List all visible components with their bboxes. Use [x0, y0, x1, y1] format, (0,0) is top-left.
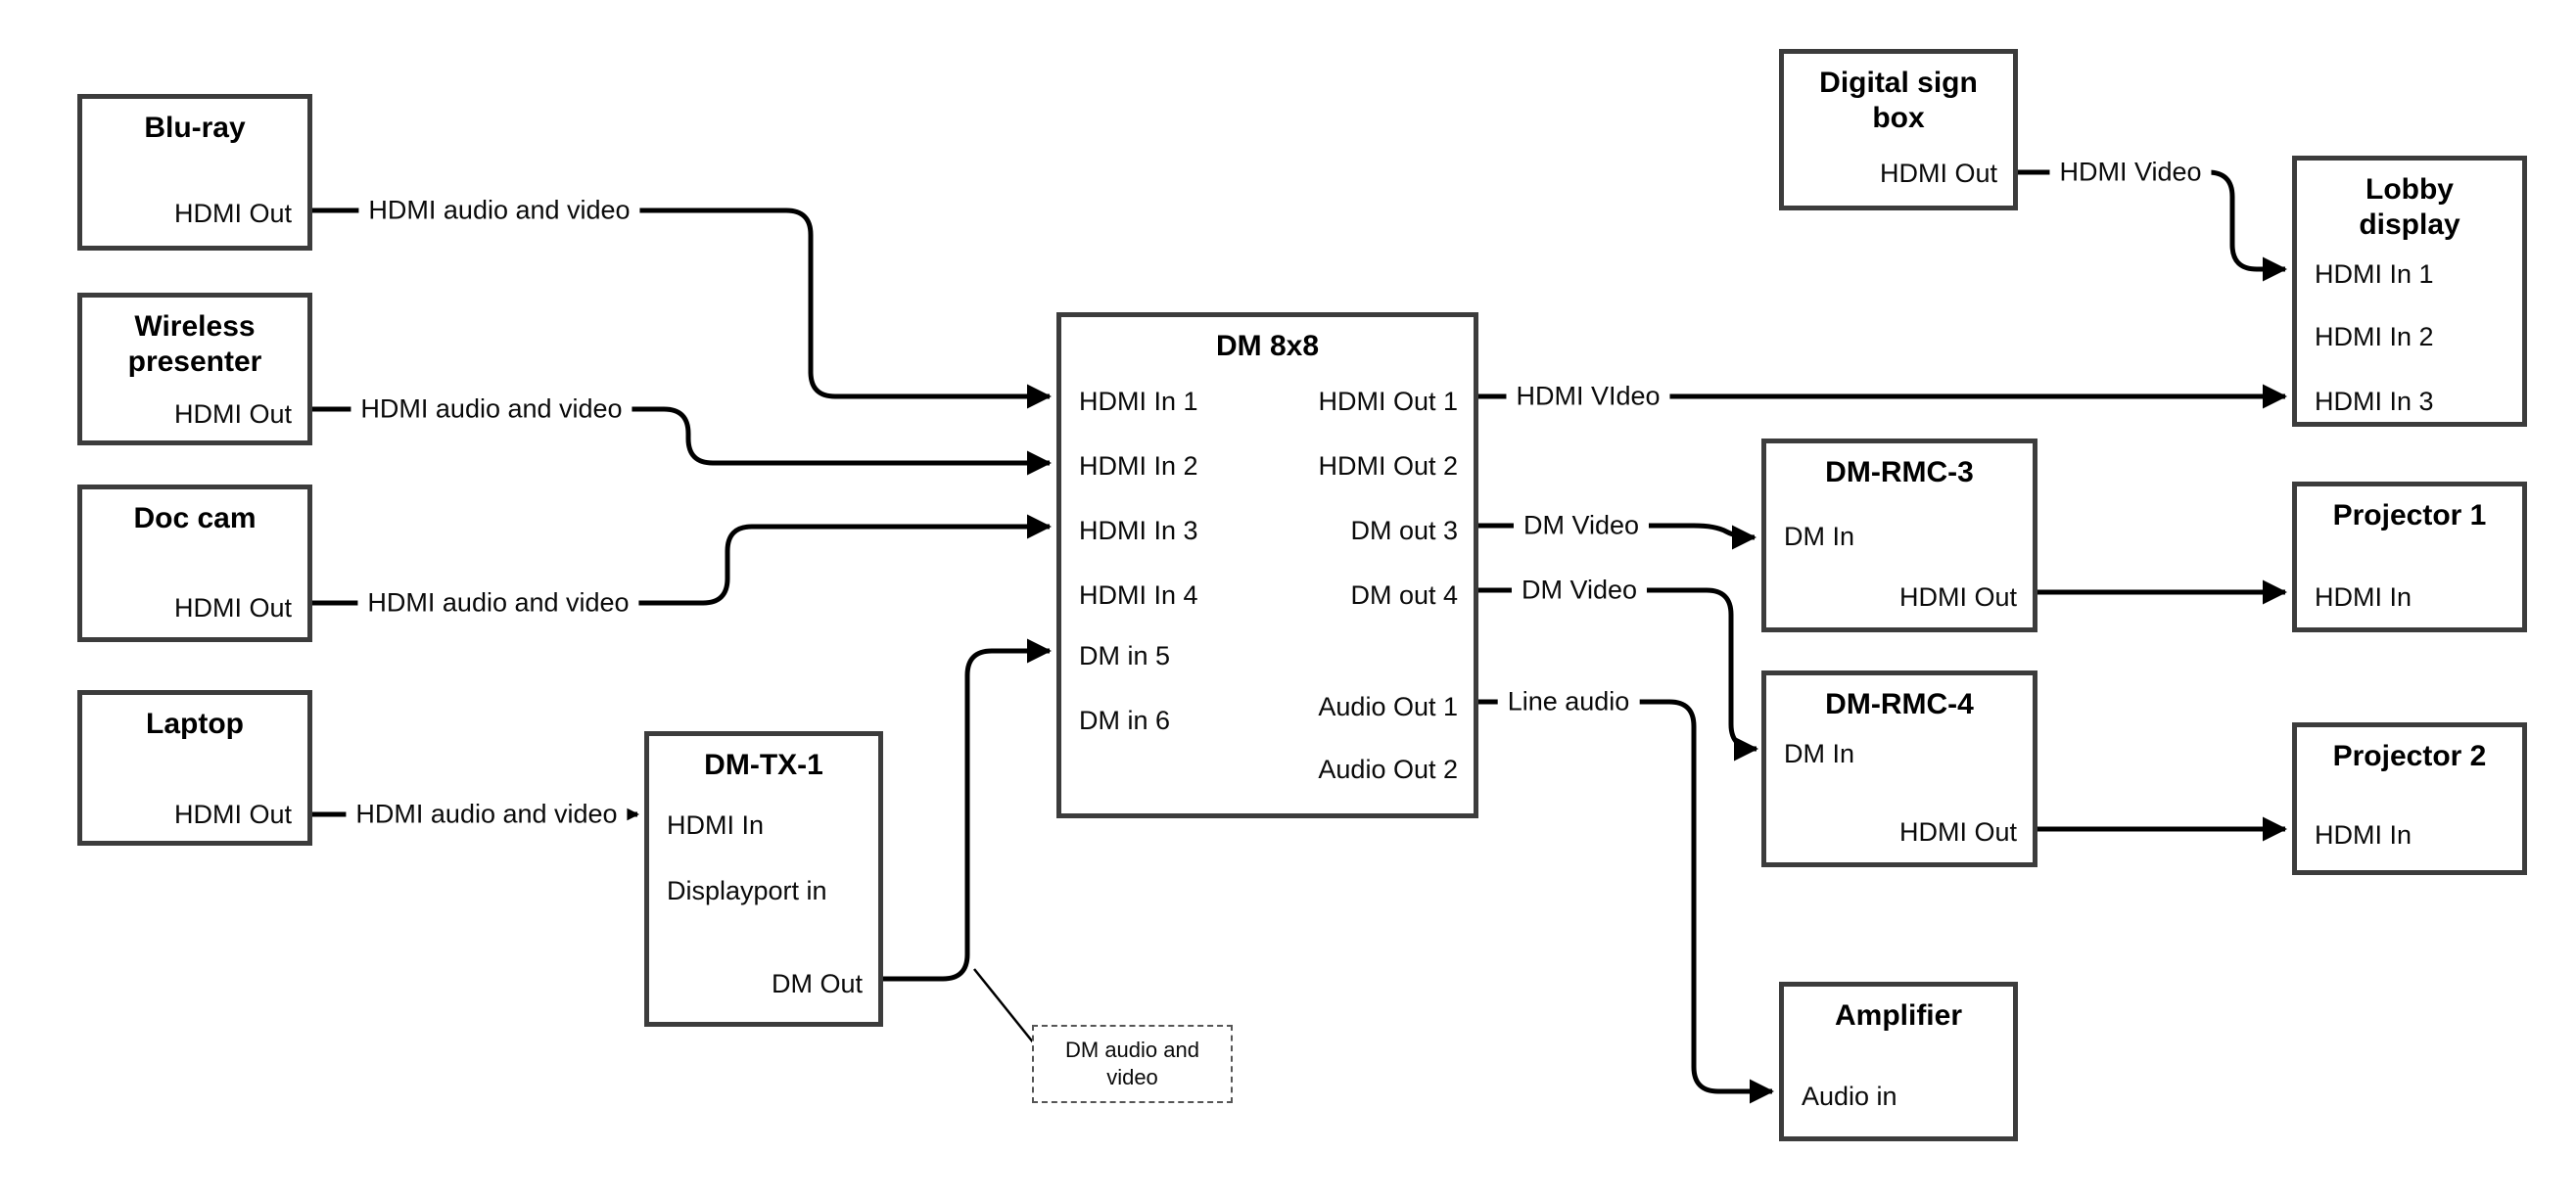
edge-label-line-audio: Line audio	[1497, 685, 1640, 718]
port-projector1-hdmi-in: HDMI In	[2315, 582, 2412, 612]
port-dm8x8-dm-out-4: DM out 4	[1350, 580, 1458, 610]
node-dm-rmc-4: DM-RMC-4 DM In HDMI Out	[1761, 670, 2037, 867]
port-bluray-hdmi-out: HDMI Out	[173, 199, 292, 228]
node-bluray-title: Blu-ray	[144, 112, 246, 144]
edge-digitalsign-to-lobby-in1	[2018, 169, 2288, 282]
edge-label-hdmi-video-out1: HDMI VIdeo	[1506, 380, 1670, 413]
port-doccam-hdmi-out: HDMI Out	[173, 593, 292, 623]
node-lobby-display: Lobby display HDMI In 1 HDMI In 2 HDMI I…	[2292, 156, 2527, 427]
port-projector2-hdmi-in: HDMI In	[2315, 820, 2412, 850]
port-dm8x8-dm-in-5: DM in 5	[1079, 641, 1171, 670]
node-projector-1-title: Projector 1	[2332, 499, 2487, 531]
edge-bluray-to-dm8x8-in1	[312, 208, 1053, 409]
node-wireless-presenter: Wireless presenter HDMI Out	[77, 293, 312, 445]
node-laptop-title: Laptop	[146, 708, 244, 740]
port-lobby-hdmi-in-2: HDMI In 2	[2315, 322, 2434, 351]
edge-dmtx1-to-dm8x8-in5	[883, 638, 1053, 982]
port-dmrmc4-dm-in: DM In	[1784, 739, 1855, 768]
port-dmrmc3-dm-in: DM In	[1784, 522, 1855, 551]
port-dmtx1-dm-out: DM Out	[771, 969, 863, 998]
node-dm-rmc-3-title: DM-RMC-3	[1825, 456, 1974, 488]
port-wireless-hdmi-out: HDMI Out	[173, 399, 292, 429]
node-amplifier: Amplifier Audio in	[1779, 982, 2018, 1141]
node-projector-1: Projector 1 HDMI In	[2292, 482, 2527, 632]
node-wireless-presenter-title: Wireless presenter	[127, 310, 262, 378]
node-laptop: Laptop HDMI Out	[77, 690, 312, 846]
node-dm-rmc-4-title: DM-RMC-4	[1825, 688, 1974, 720]
port-lobby-hdmi-in-3: HDMI In 3	[2315, 387, 2434, 416]
port-dmtx1-hdmi-in: HDMI In	[667, 810, 765, 840]
port-dmtx1-displayport-in: Displayport in	[667, 876, 827, 905]
node-dm-8x8: DM 8x8 HDMI In 1 HDMI In 2 HDMI In 3 HDM…	[1056, 312, 1478, 818]
note-dm-audio-and-video: DM audio and video	[1032, 1025, 1233, 1103]
node-projector-2: Projector 2 HDMI In	[2292, 722, 2527, 875]
node-doc-cam-title: Doc cam	[133, 502, 257, 534]
port-dm8x8-hdmi-in-1: HDMI In 1	[1079, 387, 1198, 416]
port-dm8x8-hdmi-out-2: HDMI Out 2	[1318, 451, 1458, 481]
edge-label-laptop: HDMI audio and video	[346, 798, 628, 831]
note-leader-line	[973, 968, 1035, 1044]
node-dm-rmc-3: DM-RMC-3 DM In HDMI Out	[1761, 439, 2037, 632]
port-amplifier-audio-in: Audio in	[1802, 1082, 1897, 1111]
node-bluray: Blu-ray HDMI Out	[77, 94, 312, 251]
port-dm8x8-dm-in-6: DM in 6	[1079, 706, 1171, 735]
port-dmrmc4-hdmi-out: HDMI Out	[1898, 817, 2017, 847]
node-amplifier-title: Amplifier	[1834, 999, 1963, 1032]
edge-label-doccam: HDMI audio and video	[357, 586, 639, 620]
edge-label-dm-video-4: DM Video	[1511, 574, 1648, 607]
port-dm8x8-dm-out-3: DM out 3	[1350, 516, 1458, 545]
node-projector-2-title: Projector 2	[2332, 740, 2487, 772]
edge-dm8x8-out3-to-dmrmc3-dmin	[1478, 523, 1757, 550]
edge-label-bluray: HDMI audio and video	[358, 194, 640, 227]
port-dm8x8-hdmi-in-4: HDMI In 4	[1079, 580, 1198, 610]
port-digitalsign-hdmi-out: HDMI Out	[1879, 159, 1997, 188]
port-dm8x8-hdmi-in-2: HDMI In 2	[1079, 451, 1198, 481]
node-dm-tx-1-title: DM-TX-1	[704, 749, 823, 781]
node-dm-8x8-title: DM 8x8	[1215, 330, 1320, 362]
node-digital-sign-box: Digital sign box HDMI Out	[1779, 49, 2018, 210]
port-dm8x8-hdmi-out-1: HDMI Out 1	[1318, 387, 1458, 416]
port-laptop-hdmi-out: HDMI Out	[173, 800, 292, 829]
edge-label-dm-video-3: DM Video	[1513, 509, 1650, 542]
edge-dm8x8-aout1-to-amplifier	[1478, 699, 1775, 1104]
node-dm-tx-1: DM-TX-1 HDMI In Displayport in DM Out	[644, 731, 883, 1027]
edge-wireless-to-dm8x8-in2	[312, 406, 1053, 476]
port-lobby-hdmi-in-1: HDMI In 1	[2315, 259, 2434, 289]
edge-doccam-to-dm8x8-in3	[312, 514, 1053, 606]
node-doc-cam: Doc cam HDMI Out	[77, 485, 312, 642]
node-lobby-display-title: Lobby display	[2359, 173, 2460, 241]
port-dm8x8-audio-out-2: Audio Out 2	[1318, 755, 1458, 784]
edge-dm8x8-out4-to-dmrmc4-dmin	[1478, 587, 1759, 762]
edge-label-hdmi-video-sign: HDMI Video	[2049, 156, 2212, 189]
node-digital-sign-box-title: Digital sign box	[1819, 67, 1978, 134]
edge-label-wireless: HDMI audio and video	[351, 393, 632, 426]
port-dmrmc3-hdmi-out: HDMI Out	[1898, 582, 2017, 612]
port-dm8x8-audio-out-1: Audio Out 1	[1318, 692, 1458, 721]
port-dm8x8-hdmi-in-3: HDMI In 3	[1079, 516, 1198, 545]
